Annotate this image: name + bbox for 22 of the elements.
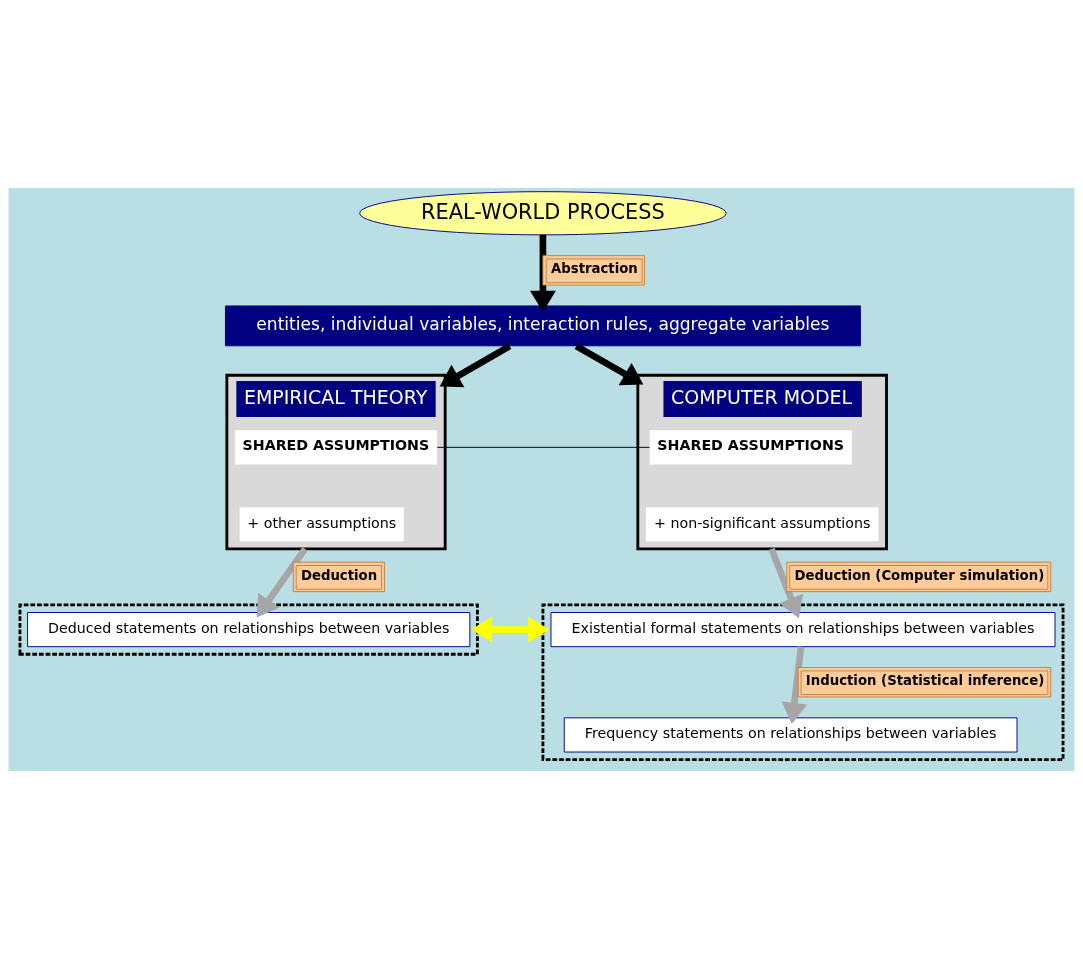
node-box: SHARED ASSUMPTIONS	[649, 430, 852, 465]
arrow	[781, 646, 808, 724]
edge-label: Abstraction	[550, 261, 638, 277]
node-box: entities, individual variables, interaction rules, aggregate variables	[224, 305, 861, 347]
cluster	[541, 603, 1065, 762]
edge-label: Deduction	[300, 567, 378, 583]
edge-label: Induction (Statistical inference)	[805, 673, 1045, 689]
arrow	[574, 343, 644, 386]
node-box: + other assumptions	[239, 507, 404, 542]
node-box: Deduced statements on relationships between variables	[27, 612, 471, 648]
node-box: SHARED ASSUMPTIONS	[234, 430, 438, 465]
node-box: Frequency statements on relationships between variables	[563, 717, 1018, 753]
node-box: + non-significant assumptions	[645, 507, 879, 542]
edge-label: Deduction (Computer simulation)	[794, 567, 1045, 583]
arrow	[439, 343, 512, 388]
arrow	[768, 547, 804, 619]
arrow	[530, 234, 556, 312]
arrow	[471, 616, 550, 643]
connector	[436, 446, 650, 448]
node-box: Existential formal statements on relationships between variables	[550, 612, 1056, 648]
node-ellipse: REAL-WORLD PROCESS	[359, 191, 727, 236]
cluster	[18, 603, 479, 656]
